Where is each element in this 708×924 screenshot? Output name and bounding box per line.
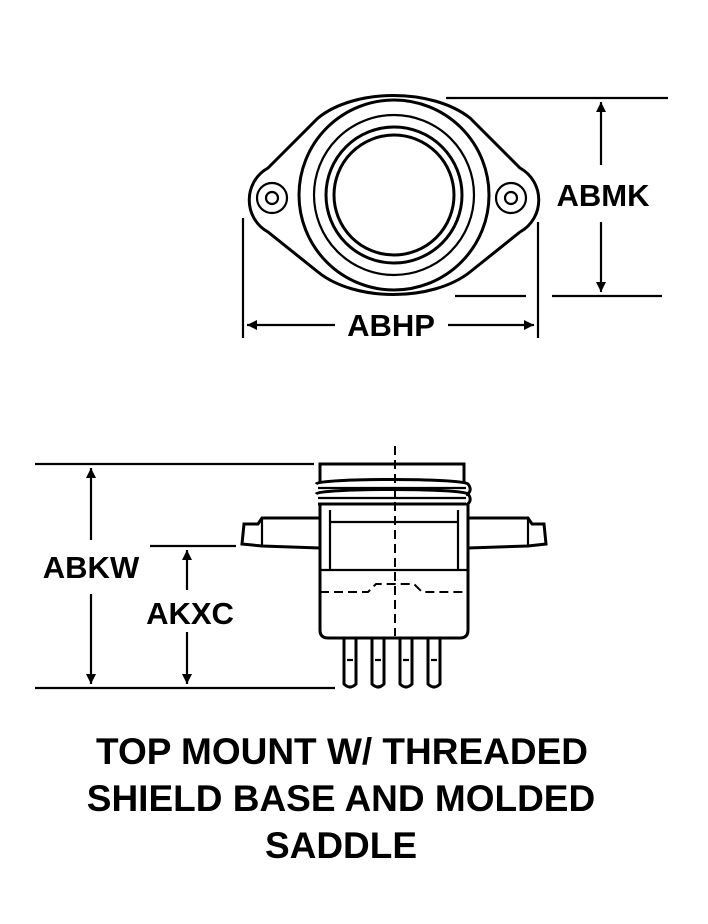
pin-4 [426,638,442,689]
middle-ring [312,113,476,277]
right-mounting-hole [494,181,528,215]
right-saddle-ear [467,516,548,550]
abhp-label: ABHP [347,308,435,343]
internal-contact-line [320,583,468,593]
caption-line-2: SHIELD BASE AND MOLDED [87,778,595,819]
abmk-label: ABMK [557,178,651,213]
caption: TOP MOUNT W/ THREADED SHIELD BASE AND MO… [87,731,595,866]
caption-line-3: SADDLE [265,825,417,866]
left-saddle-ear [240,516,321,550]
solder-pins [342,638,442,689]
caption-line-1: TOP MOUNT W/ THREADED [96,731,588,772]
top-view: ABMK ABHP [241,94,668,343]
pin-2 [370,638,386,689]
inner-ring [324,125,464,265]
connector-body [318,504,470,640]
bore [332,133,456,257]
abkw-label: ABKW [43,550,140,585]
side-view: ABKW AKXC [35,446,548,690]
flange-outline [247,94,541,296]
akxc-label: AKXC [146,596,234,631]
left-mounting-hole [255,181,289,215]
threads [314,478,472,507]
outer-ring [297,98,491,292]
pin-3 [398,638,414,689]
pin-1 [342,638,358,689]
top-collar [318,462,466,482]
